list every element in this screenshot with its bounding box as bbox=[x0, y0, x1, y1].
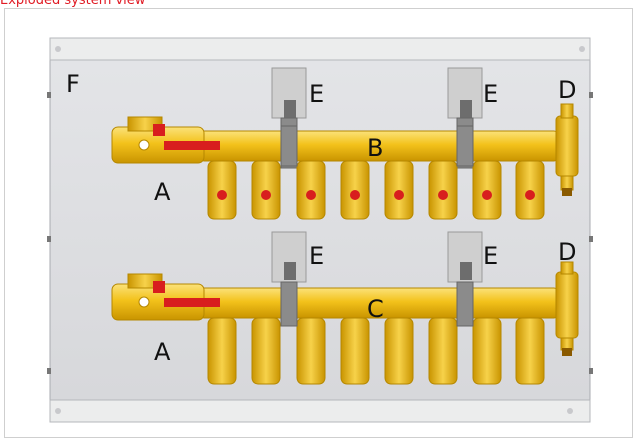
end-cap-d1 bbox=[555, 103, 579, 196]
manifold-b bbox=[111, 67, 579, 220]
manifold-c bbox=[111, 231, 579, 385]
label-e-2: E bbox=[483, 80, 499, 108]
label-e-1: E bbox=[309, 80, 325, 108]
ball-valve-a1 bbox=[111, 116, 220, 164]
label-b: B bbox=[367, 134, 384, 162]
ball-valve-a2 bbox=[111, 273, 220, 321]
sensor-e4 bbox=[447, 231, 483, 283]
label-f: F bbox=[66, 70, 80, 98]
sensor-e3 bbox=[271, 231, 307, 283]
label-a-top: A bbox=[154, 178, 171, 206]
top-caption: Exploded system view bbox=[0, 0, 146, 8]
label-c: C bbox=[367, 295, 384, 323]
end-cap-d2 bbox=[555, 261, 579, 356]
label-a-bottom: A bbox=[154, 338, 171, 366]
outlets-b bbox=[207, 160, 545, 220]
label-d-top: D bbox=[558, 76, 577, 104]
label-d-bottom: D bbox=[558, 238, 577, 266]
label-e-3: E bbox=[309, 242, 325, 270]
label-e-4: E bbox=[483, 242, 499, 270]
outlets-c bbox=[207, 317, 545, 385]
